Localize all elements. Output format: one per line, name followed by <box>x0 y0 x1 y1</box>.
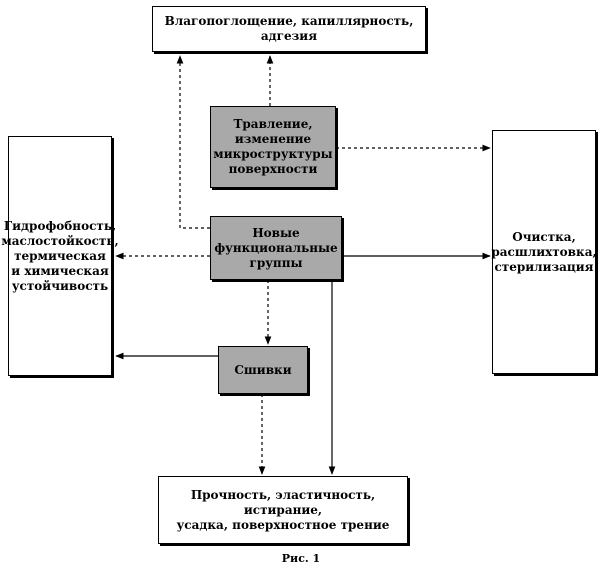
box-functional-groups-label: Новые функциональные группы <box>214 225 338 270</box>
figure-caption: Рис. 1 <box>281 552 321 565</box>
box-crosslinks: Сшивки <box>218 346 308 394</box>
box-etching-label: Травление, изменение микроструктуры пове… <box>213 117 333 176</box>
arrow-groups-to-top <box>176 55 210 229</box>
box-strength: Прочность, эластичность, истирание, усад… <box>158 476 408 544</box>
box-cleaning-label: Очистка, расшлихтовка, стерилизация <box>491 229 597 274</box>
box-cleaning: Очистка, расшлихтовка, стерилизация <box>491 130 597 374</box>
box-etching: Травление, изменение микроструктуры пове… <box>210 106 336 188</box>
box-moisture-absorption: Влагопоглощение, капиллярность, адгезия <box>152 6 426 52</box>
box-strength-label: Прочность, эластичность, истирание, усад… <box>176 487 390 532</box>
box-functional-groups: Новые функциональные группы <box>210 216 342 280</box>
box-hydrophobicity: Гидрофобность, маслостойкость, термическ… <box>1 136 119 376</box>
box-moisture-absorption-label: Влагопоглощение, капиллярность, адгезия <box>164 14 414 43</box>
box-hydrophobicity-label: Гидрофобность, маслостойкость, термическ… <box>1 218 119 293</box>
box-crosslinks-label: Сшивки <box>234 362 292 377</box>
